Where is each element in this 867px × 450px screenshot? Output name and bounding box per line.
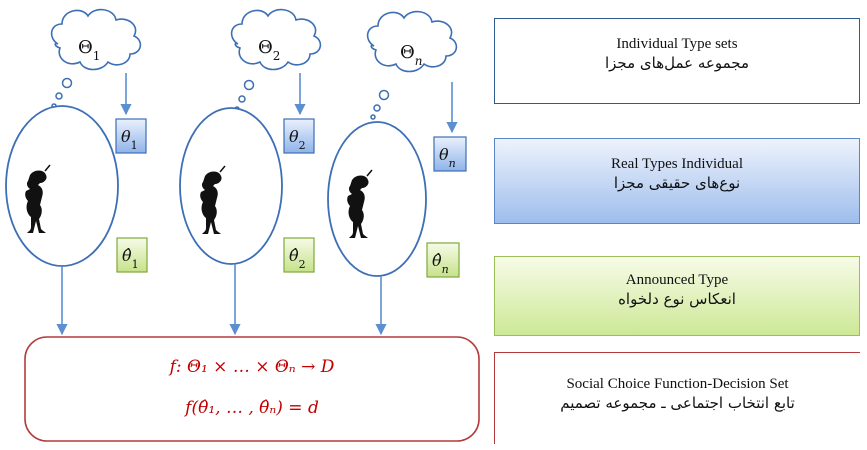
legend-fa: مجموعه عمل‌های مجزا xyxy=(604,54,750,72)
svg-text:θ1: θ1 xyxy=(121,127,138,152)
cloud-label-n: Θn xyxy=(400,42,423,68)
legend-en: Individual Type sets xyxy=(616,36,738,52)
social-choice-function-box xyxy=(24,336,480,442)
svg-text:θ̂2: θ̂2 xyxy=(289,246,306,271)
legend-en: Social Choice Function-Decision Set xyxy=(566,376,789,392)
cloud-label-1: Θ1 xyxy=(78,37,100,63)
agent-ellipse-2 xyxy=(179,107,283,265)
legend-social-choice: Social Choice Function-Decision Set تابع… xyxy=(494,352,860,444)
agent-2: Θ2 θ2 θ̂2 xyxy=(179,8,322,336)
legend-en: Announced Type xyxy=(625,272,729,288)
legend-fa: نوع‌های حقیقی مجزا xyxy=(613,174,741,192)
true-type-box-2 xyxy=(283,118,315,154)
agent-1: Θ1 θ1 θ̂1 xyxy=(5,8,148,336)
announced-type-box-1 xyxy=(116,237,148,273)
cloud-label-2: Θ2 xyxy=(258,37,280,63)
announced-type-box-n xyxy=(426,242,460,278)
function-application: f(θ̂₁, … , θ̂ₙ) = d xyxy=(183,398,319,418)
thought-cloud-1 xyxy=(50,8,142,71)
svg-text:θ̂n: θ̂n xyxy=(432,251,449,276)
svg-text:θ2: θ2 xyxy=(289,127,306,152)
thought-cloud-2 xyxy=(230,8,322,71)
legend-announced-type: Announced Type انعکاس نوع دلخواه xyxy=(494,256,860,336)
true-type-box-n xyxy=(433,136,467,172)
agent-ellipse-1 xyxy=(5,105,119,267)
legend-fa: انعکاس نوع دلخواه xyxy=(618,290,736,308)
agent-n: Θn θn θ̂n xyxy=(327,10,467,336)
legend-real-types: Real Types Individual نوع‌های حقیقی مجزا xyxy=(494,138,860,224)
function-definition: f: Θ₁ × … × Θₙ → D xyxy=(168,357,335,377)
svg-text:θ̂1: θ̂1 xyxy=(122,246,139,271)
svg-text:θn: θn xyxy=(439,145,456,170)
thought-cloud-n xyxy=(366,10,458,73)
legend-en: Real Types Individual xyxy=(611,156,743,172)
agent-ellipse-n xyxy=(327,121,427,277)
legend-fa: تابع انتخاب اجتماعی ـ مجموعه تصمیم xyxy=(560,394,795,412)
true-type-box-1 xyxy=(115,118,147,154)
announced-type-box-2 xyxy=(283,237,315,273)
legend-individual-type-sets: Individual Type sets مجموعه عمل‌های مجزا xyxy=(494,18,860,104)
